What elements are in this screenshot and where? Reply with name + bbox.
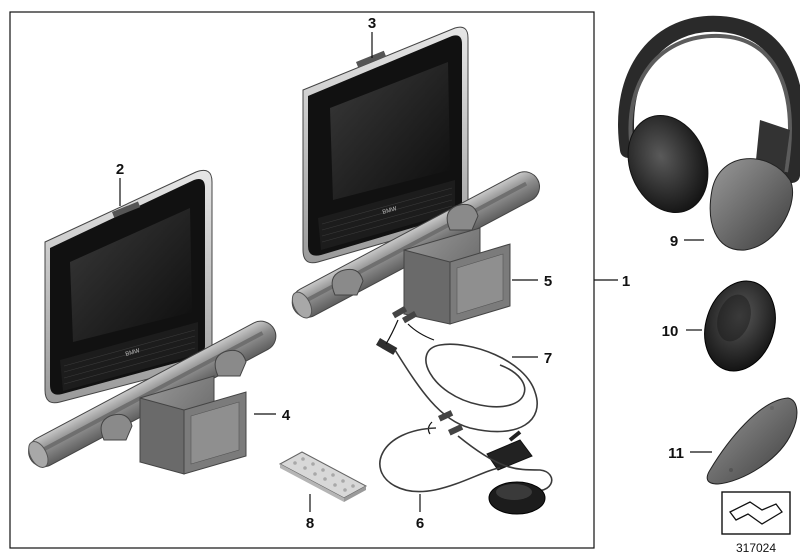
cable-6 [379, 410, 553, 515]
callout-11: 11 [668, 445, 684, 462]
monitor-3: BMW [302, 26, 469, 264]
remote-control-8 [278, 451, 368, 502]
ear-pad-10 [704, 280, 776, 372]
holder-bar-4 [28, 320, 277, 475]
callout-8: 8 [306, 515, 314, 532]
monitor-3-speaker-grille [321, 187, 453, 243]
monitor-2-brand: BMW [125, 348, 141, 358]
leader-lines [119, 32, 712, 512]
holder-bar-5 [291, 171, 540, 325]
callout-7: 7 [544, 350, 552, 367]
reference-number: 317024 [736, 541, 776, 555]
reference-badge: 317024 [721, 491, 791, 555]
callout-3: 3 [368, 15, 376, 32]
section-arrow-icon [729, 501, 783, 525]
cable-7 [376, 306, 538, 433]
callout-10: 10 [662, 323, 679, 340]
callout-9: 9 [670, 233, 678, 250]
callout-5: 5 [544, 273, 552, 290]
monitor-2: BMW [44, 169, 213, 404]
callout-4: 4 [282, 407, 291, 424]
callouts: 2 3 4 5 1 7 6 8 9 10 11 [116, 15, 684, 532]
callout-6: 6 [416, 515, 424, 532]
monitor-3-brand: BMW [382, 206, 398, 216]
callout-2: 2 [116, 161, 124, 178]
headphones-9 [618, 15, 800, 251]
callout-1: 1 [622, 273, 630, 290]
cover-11 [706, 397, 798, 485]
remote-buttons [293, 457, 355, 492]
monitor-2-speaker-grille [63, 329, 196, 385]
